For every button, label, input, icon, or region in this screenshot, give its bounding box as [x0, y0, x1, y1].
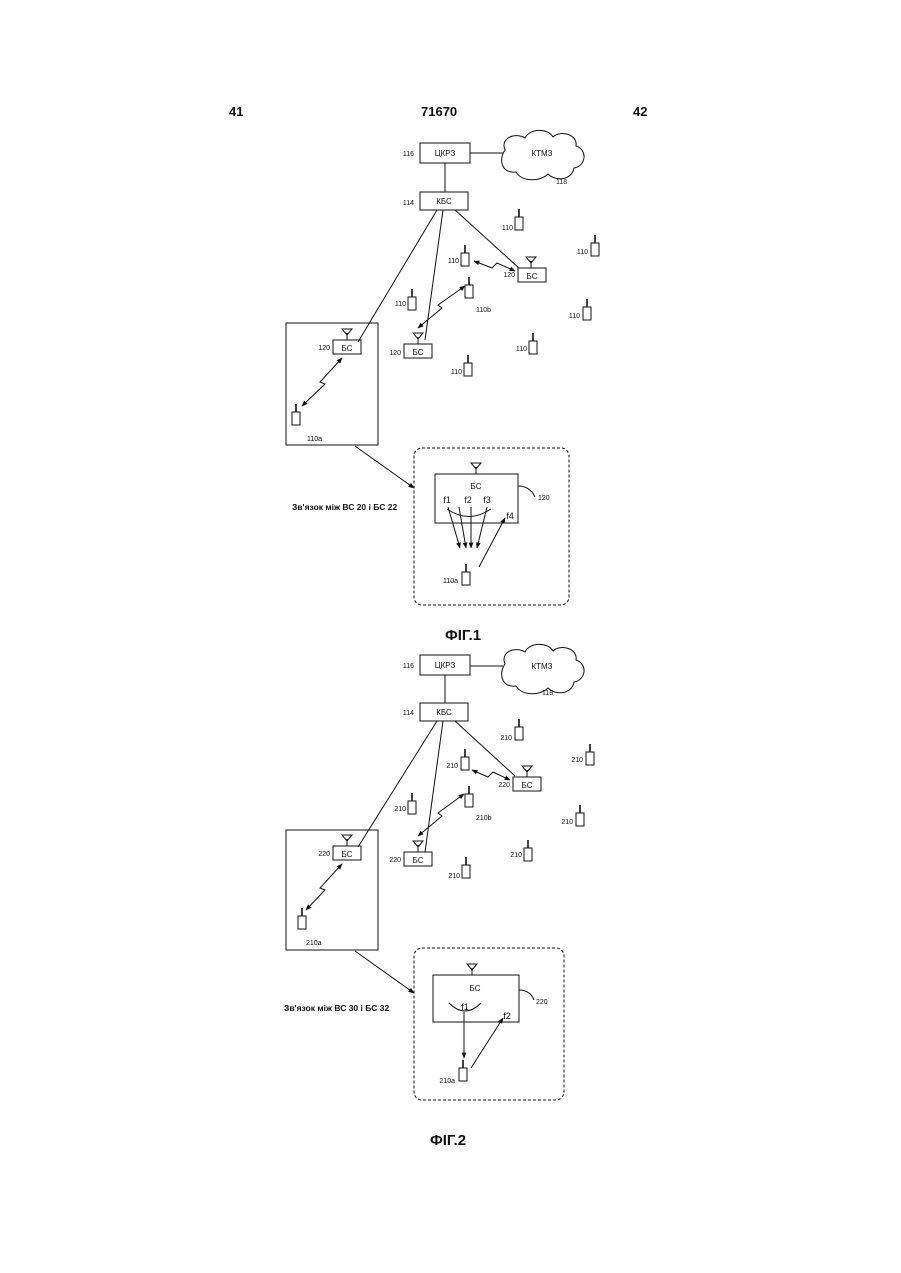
mobile-station: [591, 235, 599, 256]
detail-mobile-station: [459, 1060, 467, 1081]
figure-1-labels: ЦКРЗ 116 КТМЗ 118 КБС 114 БС 120 БС 120 …: [292, 149, 588, 644]
mobile-station-a: [292, 404, 300, 425]
bs-label: БС: [413, 856, 424, 865]
bs-ref: 220: [318, 851, 330, 858]
ms-ref: 210: [448, 873, 460, 880]
frequency-label: f1: [443, 495, 451, 505]
mobile-station: [461, 245, 469, 266]
detail-box: [414, 948, 564, 1100]
mobile-station: [583, 299, 591, 320]
pstn-label: КТМЗ: [531, 149, 552, 158]
frequency-label: f2: [464, 495, 472, 505]
bsc-label: КБС: [436, 197, 452, 206]
ms-ref: 210: [571, 757, 583, 764]
mobile-station: [515, 209, 523, 230]
detail-ms-ref: 210a: [439, 1078, 455, 1085]
msc-ref: 116: [403, 663, 414, 670]
mobile-station: [464, 355, 472, 376]
pstn-label: КТМЗ: [531, 662, 552, 671]
mobile-station-a: [298, 908, 306, 929]
detail-bs-label: БС: [471, 482, 482, 491]
bs-ref: 120: [318, 345, 330, 352]
ms-ref: 110: [577, 249, 588, 256]
frequency-label: f3: [483, 495, 491, 505]
detail-mobile-station: [462, 564, 470, 585]
bs-label: БС: [342, 850, 353, 859]
ms-ref: 210: [510, 852, 522, 859]
radio-link-right: [474, 261, 515, 271]
mobile-station: [529, 333, 537, 354]
mobile-station: [408, 289, 416, 310]
mobile-station-b: [465, 786, 473, 807]
ms-ref: 210: [394, 806, 406, 813]
bs-ref: 220: [498, 782, 510, 789]
ms-ref: 110: [448, 258, 459, 265]
cell-box: [286, 323, 378, 445]
bs-label: БС: [413, 348, 424, 357]
mobile-station: [408, 793, 416, 814]
mobile-station: [524, 840, 532, 861]
bsc-label: КБС: [436, 708, 452, 717]
mobile-station: [586, 744, 594, 765]
ms-b-ref: 110b: [476, 307, 491, 314]
bs-ref: 120: [389, 350, 401, 357]
frequency-label: f4: [506, 511, 514, 521]
detail-bs-label: БС: [470, 984, 481, 993]
bs-ref: 120: [503, 272, 515, 279]
radio-link-center: [418, 794, 464, 836]
mobile-station: [576, 805, 584, 826]
bs-label: БС: [527, 272, 538, 281]
pstn-ref: 118: [542, 690, 553, 697]
frequency-label: f1: [461, 1002, 469, 1012]
bs-label: БС: [342, 344, 353, 353]
bs-ref: 220: [389, 857, 401, 864]
msc-ref: 116: [403, 151, 414, 158]
bsc-ref: 114: [403, 710, 414, 717]
mobile-station: [515, 719, 523, 740]
ms-ref: 110: [569, 313, 580, 320]
detail-bs-ref: 120: [538, 495, 550, 502]
cell-box: [286, 830, 378, 950]
figure-caption: ФІГ.1: [445, 627, 481, 644]
ms-ref: 210: [561, 819, 573, 826]
ms-ref: 210: [500, 735, 512, 742]
radio-link-cell: [302, 358, 342, 406]
pstn-ref: 118: [556, 179, 567, 186]
detail-box: [414, 448, 569, 605]
figure-2-labels: ЦКРЗ 116 КТМЗ 118 КБС 114 БС 220 БС 220 …: [284, 661, 583, 1149]
mobile-station: [462, 857, 470, 878]
radio-link-right: [472, 770, 510, 780]
ms-a-ref: 210a: [306, 940, 322, 947]
mobile-station: [461, 749, 469, 770]
figure-caption: ФІГ.2: [430, 1132, 466, 1149]
mobile-station-b: [465, 277, 473, 298]
ms-ref: 110: [395, 301, 406, 308]
ms-ref: 110: [451, 369, 462, 376]
ms-ref: 210: [446, 763, 458, 770]
link-caption: Зв'язок між ВС 20 і БС 22: [292, 502, 397, 512]
msc-label: ЦКРЗ: [435, 149, 456, 158]
msc-label: ЦКРЗ: [435, 661, 456, 670]
ms-b-ref: 210b: [476, 815, 492, 822]
radio-link-cell: [306, 864, 342, 910]
frequency-label: f2: [503, 1011, 511, 1021]
link-caption: Зв'язок між ВС 30 і БС 32: [284, 1003, 389, 1013]
ms-ref: 110: [502, 225, 513, 232]
ms-ref: 110: [516, 346, 527, 353]
bs-label: БС: [522, 781, 533, 790]
detail-bs-ref: 220: [536, 999, 548, 1006]
bsc-ref: 114: [403, 200, 414, 207]
ms-a-ref: 110a: [307, 436, 322, 443]
detail-ms-ref: 110a: [443, 578, 458, 585]
radio-link-center: [418, 286, 465, 328]
